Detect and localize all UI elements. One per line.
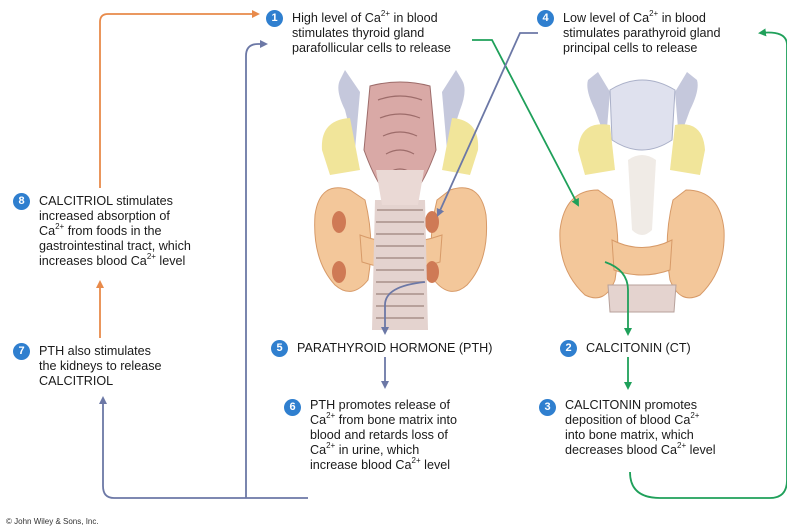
step-6-text: PTH promotes release of Ca2+ from bone m…	[310, 398, 457, 473]
arrow-8-to-1	[100, 14, 258, 188]
step-6-badge: 6	[284, 399, 301, 416]
thyroid-front-illustration	[315, 70, 487, 330]
step-4-text: Low level of Ca2+ in blood stimulates pa…	[563, 11, 721, 56]
step-3-badge: 3	[539, 399, 556, 416]
step-3-text: CALCITONIN promotes deposition of blood …	[565, 398, 716, 458]
arrow-6-to-1	[246, 44, 266, 498]
step-7-badge: 7	[13, 343, 30, 360]
step-6: 6 PTH promotes release of Ca2+ from bone…	[310, 398, 457, 473]
step-2-badge: 2	[560, 340, 577, 357]
step-5-badge: 5	[271, 340, 288, 357]
step-4-badge: 4	[537, 10, 554, 27]
copyright-notice: © John Wiley & Sons, Inc.	[6, 517, 99, 526]
step-5: 5 PARATHYROID HORMONE (PTH)	[297, 341, 492, 356]
step-2: 2 CALCITONIN (CT)	[586, 341, 691, 356]
step-5-text: PARATHYROID HORMONE (PTH)	[297, 341, 492, 356]
step-2-text: CALCITONIN (CT)	[586, 341, 691, 356]
arrow-1-to-thyroid	[472, 40, 578, 205]
step-7-text: PTH also stimulates the kidneys to relea…	[39, 344, 162, 389]
step-8-badge: 8	[13, 193, 30, 210]
step-1-badge: 1	[266, 10, 283, 27]
step-1-text: High level of Ca2+ in blood stimulates t…	[292, 11, 451, 56]
step-4: 4 Low level of Ca2+ in blood stimulates …	[563, 11, 721, 56]
arrow-6-to-7	[103, 398, 308, 498]
step-7: 7 PTH also stimulates the kidneys to rel…	[39, 344, 162, 389]
step-1: 1 High level of Ca2+ in blood stimulates…	[292, 11, 451, 56]
step-8: 8 CALCITRIOL stimulates increased absorp…	[39, 194, 191, 269]
step-3: 3 CALCITONIN promotes deposition of bloo…	[565, 398, 716, 458]
thyroid-back-illustration	[560, 72, 724, 312]
step-8-text: CALCITRIOL stimulates increased absorpti…	[39, 194, 191, 269]
